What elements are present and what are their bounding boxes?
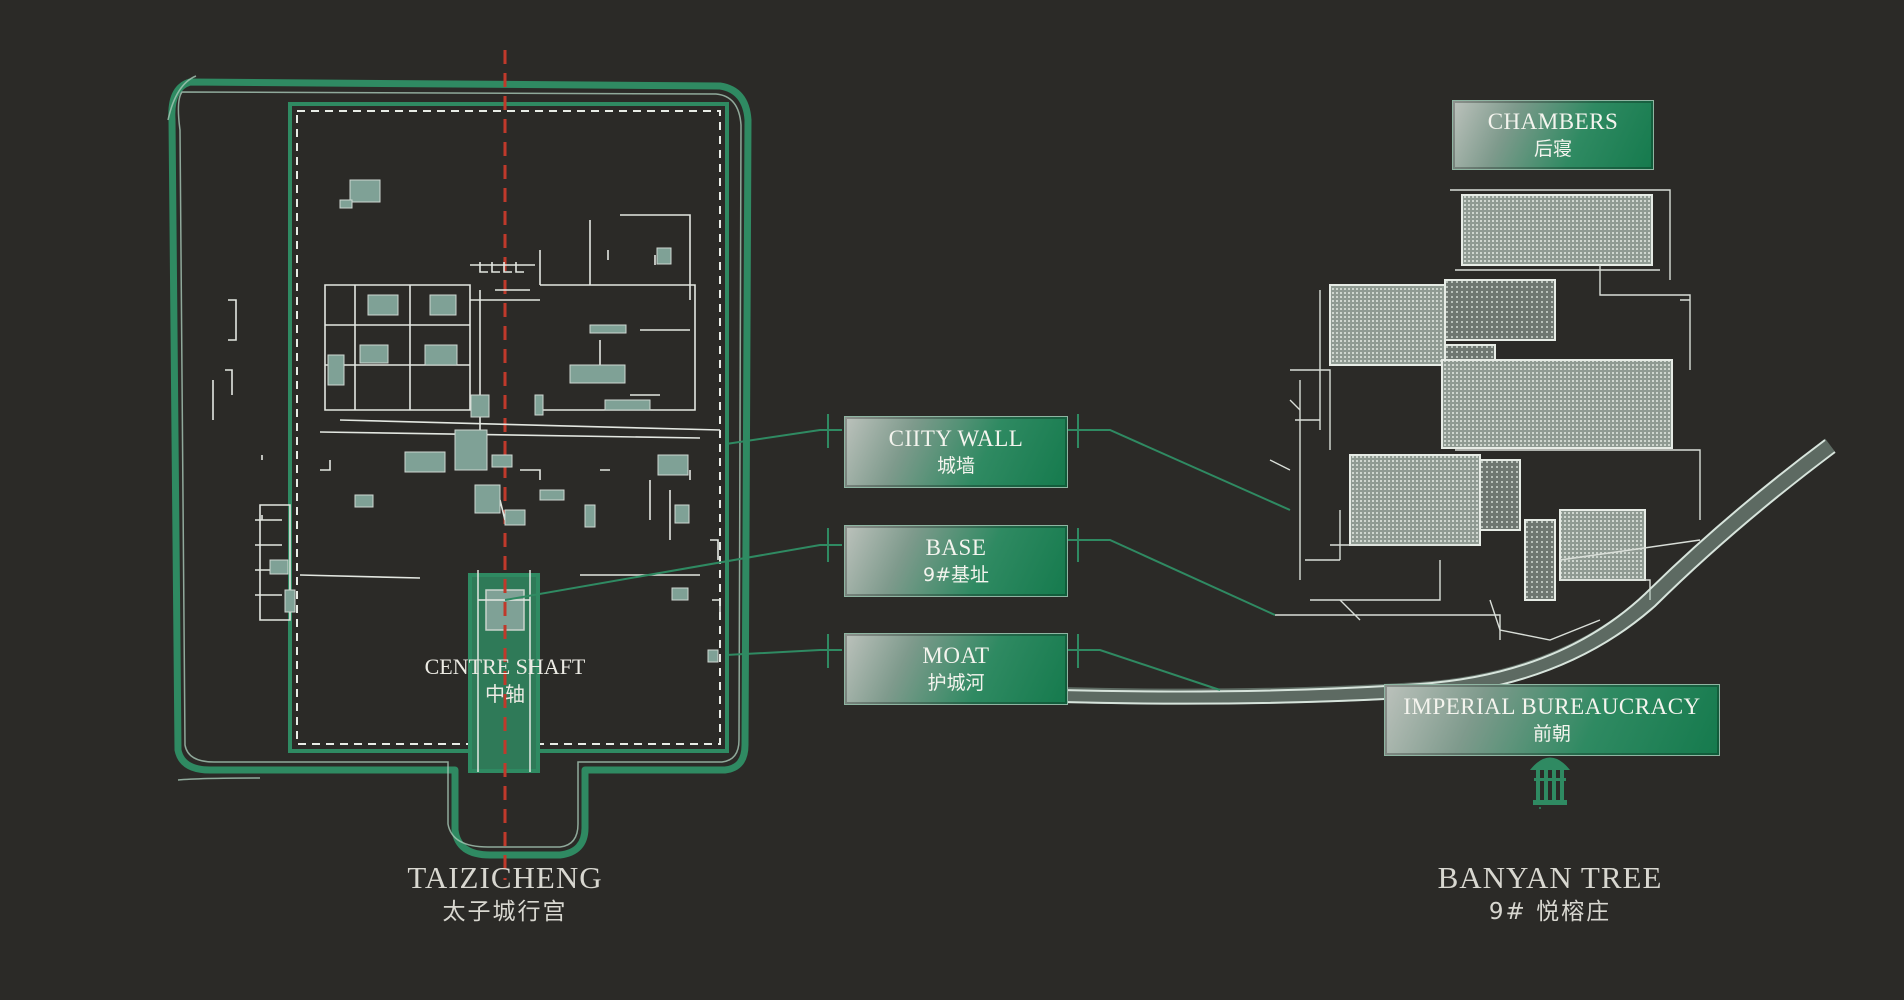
imperial-bureaucracy-label: IMPERIAL BUREAUCRACY 前朝 [1384,684,1720,756]
outer-wall-sketch-lines [167,75,742,848]
moat-label-en: MOAT [922,643,990,668]
taizicheng-title: TAIZICHENG 太子城行宫 [330,860,680,928]
banyan-tree-title: BANYAN TREE 9# 悦榕庄 [1380,860,1720,928]
base-label-en: BASE [925,535,987,560]
palace-buildings [269,179,719,663]
resort-sketch-lines [1269,189,1701,641]
base-label: BASE 9#基址 [844,525,1068,597]
banyan-tree-logo-icon [1530,757,1570,809]
base-label-zh: 9#基址 [922,564,989,586]
centre-shaft-label: CENTRE SHAFT 中轴 [400,654,610,708]
chambers-label: CHAMBERS 后寝 [1452,100,1654,170]
outer-city-wall [168,78,752,859]
chambers-label-zh: 后寝 [1533,138,1572,160]
taizicheng-title-zh: 太子城行宫 [442,899,568,925]
chambers-label-en: CHAMBERS [1487,109,1619,134]
banyan-tree-title-en: BANYAN TREE [1437,860,1663,895]
leader-lines [504,429,1291,691]
resort-buildings [1329,194,1673,601]
imperial-bureaucracy-label-zh: 前朝 [1532,723,1571,745]
leader-brackets [827,414,1079,668]
moat-label-zh: 护城河 [927,672,985,694]
centre-shaft-label-zh: 中轴 [485,682,525,706]
city-wall-label: CIITY WALL 城墙 [844,416,1068,488]
courtyard-structures [212,214,721,621]
city-wall-label-zh: 城墙 [936,455,975,477]
centre-shaft-label-en: CENTRE SHAFT [424,654,586,679]
moat-label: MOAT 护城河 [844,633,1068,705]
centre-shaft-outline [477,570,531,772]
taizicheng-title-en: TAIZICHENG [407,860,603,895]
imperial-bureaucracy-label-en: IMPERIAL BUREAUCRACY [1403,694,1701,719]
banyan-tree-title-zh: 9# 悦榕庄 [1488,899,1612,925]
city-wall-label-en: CIITY WALL [888,426,1024,451]
moat-channel [1059,438,1836,705]
